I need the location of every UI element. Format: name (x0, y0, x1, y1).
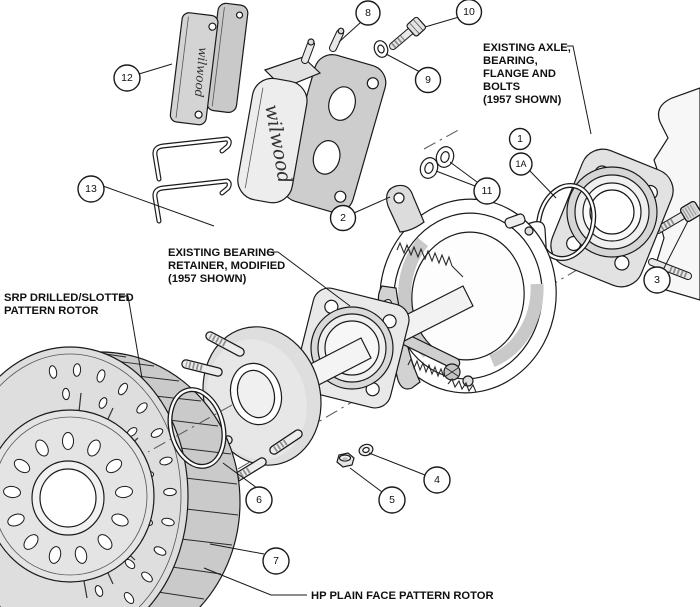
caliper: wilwood (237, 27, 387, 213)
callout-10: 10 (455, 0, 483, 26)
caliper-mount-bolt (389, 16, 427, 50)
callout-8: 8 (355, 0, 381, 26)
svg-text:RETAINER, MODIFIED: RETAINER, MODIFIED (168, 260, 285, 272)
rotor (0, 346, 241, 607)
label-srp-rotor: SRP DRILLED/SLOTTED PATTERN ROTOR (4, 292, 134, 317)
svg-text:3: 3 (654, 274, 660, 286)
callout-4: 4 (423, 466, 451, 494)
callout-9: 9 (414, 66, 442, 94)
label-existing-bearing: EXISTING BEARING RETAINER, MODIFIED (195… (168, 247, 285, 285)
label-existing-axle: EXISTING AXLE, BEARING, FLANGE AND BOLTS… (483, 42, 571, 106)
callout-12: 12 (113, 64, 141, 92)
washer-axis-line (423, 127, 463, 150)
hub-oring (167, 387, 227, 469)
svg-text:9: 9 (425, 74, 431, 86)
svg-text:EXISTING BEARING: EXISTING BEARING (168, 247, 275, 259)
svg-text:BOLTS: BOLTS (483, 81, 521, 93)
svg-text:2: 2 (340, 212, 346, 224)
label-hp-rotor: HP PLAIN FACE PATTERN ROTOR (311, 590, 494, 602)
svg-text:4: 4 (434, 474, 440, 486)
caliper-washer (373, 40, 389, 58)
retainer-washers (419, 146, 455, 179)
svg-text:6: 6 (256, 494, 262, 506)
svg-text:FLANGE AND: FLANGE AND (483, 68, 556, 80)
callout-6: 6 (245, 486, 273, 514)
svg-text:SRP DRILLED/SLOTTED: SRP DRILLED/SLOTTED (4, 292, 134, 304)
callout-5: 5 (378, 486, 406, 514)
flange-nut (336, 452, 355, 468)
svg-text:13: 13 (85, 183, 97, 195)
leader-lines (102, 16, 689, 596)
svg-text:10: 10 (463, 6, 475, 18)
svg-text:8: 8 (365, 7, 371, 19)
rotor-drilled-holes (48, 363, 177, 605)
svg-text:12: 12 (121, 72, 133, 84)
axle-housing (648, 87, 700, 301)
flange-bolt (654, 200, 700, 234)
callout-3: 3 (643, 266, 671, 294)
svg-text:BEARING,: BEARING, (483, 55, 538, 67)
svg-text:HP PLAIN FACE PATTERN ROTOR: HP PLAIN FACE PATTERN ROTOR (311, 590, 494, 602)
svg-text:1A: 1A (515, 159, 526, 169)
svg-text:(1957 SHOWN): (1957 SHOWN) (168, 273, 247, 285)
svg-text:7: 7 (273, 555, 279, 567)
callout-1: 1 (508, 127, 532, 151)
pad-retainer-clips (152, 136, 232, 224)
labels: EXISTING AXLE, BEARING, FLANGE AND BOLTS… (4, 42, 571, 602)
svg-text:1: 1 (517, 133, 523, 145)
flange-oring (535, 183, 597, 261)
svg-text:(1957 SHOWN): (1957 SHOWN) (483, 94, 562, 106)
pad-brand-logo: wilwood (192, 47, 210, 99)
svg-text:EXISTING AXLE,: EXISTING AXLE, (483, 42, 571, 54)
svg-text:5: 5 (389, 494, 395, 506)
svg-text:PATTERN ROTOR: PATTERN ROTOR (4, 305, 98, 317)
callout-7: 7 (262, 547, 290, 575)
rotor-vent-hatches (91, 351, 239, 600)
callout-11: 11 (473, 177, 501, 205)
callout-1a: 1A (509, 152, 533, 176)
svg-text:11: 11 (482, 185, 493, 197)
brake-pads: wilwood (169, 2, 249, 126)
callouts: 1 1A 2 3 4 5 6 7 8 9 10 11 12 13 (77, 0, 671, 575)
callout-13: 13 (77, 175, 105, 203)
flange-washer (358, 443, 374, 457)
rotor-hub-holes (3, 432, 133, 564)
callout-2: 2 (329, 204, 357, 232)
hub-axis-line (147, 404, 233, 453)
